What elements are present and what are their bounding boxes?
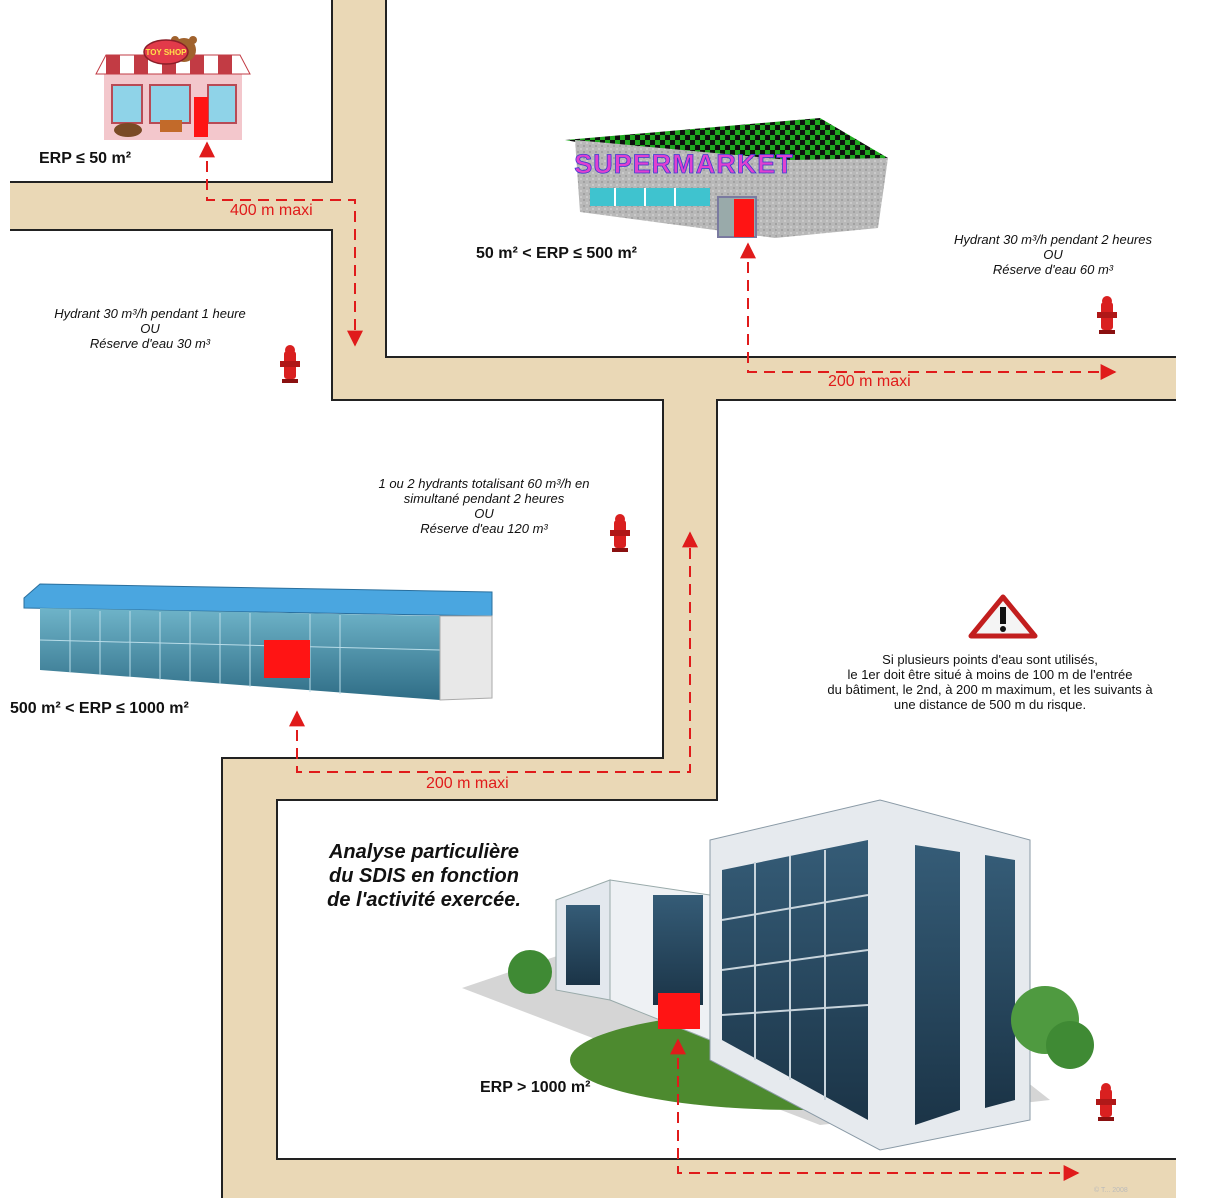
requirement-note-large: 1 ou 2 hydrants totalisant 60 m³/h en si… (330, 476, 638, 536)
note-line: Hydrant 30 m³/h pendant 1 heure (54, 306, 246, 321)
supermarket-door (734, 199, 754, 237)
distance-label-200-warehouse: 200 m maxi (426, 775, 509, 792)
arrow-warehouse (289, 531, 698, 773)
note-line: Réserve d'eau 120 m³ (420, 521, 548, 536)
hydrant-icon (1097, 296, 1117, 334)
erp-label-xlarge: ERP > 1000 m² (480, 1079, 591, 1096)
note-line: OU (474, 506, 494, 521)
warning-text: Si plusieurs points d'eau sont utilisés,… (770, 652, 1210, 712)
toy-shop-door (194, 97, 208, 137)
note-line: Réserve d'eau 30 m³ (89, 336, 211, 351)
erp-label-medium: 50 m² < ERP ≤ 500 m² (476, 245, 638, 262)
toy-shop-sign: TOY SHOP (145, 48, 187, 57)
note-line: OU (140, 321, 160, 336)
warning-line: Si plusieurs points d'eau sont utilisés, (882, 652, 1098, 667)
note-line: OU (1043, 247, 1063, 262)
supermarket-building: SUPERMARKET (565, 118, 888, 238)
warning-line: le 1er doit être situé à moins de 100 m … (847, 667, 1133, 682)
requirement-note-small: Hydrant 30 m³/h pendant 1 heure OU Réser… (12, 306, 288, 351)
tree-left (508, 950, 552, 994)
analysis-line: de l'activité exercée. (327, 889, 521, 911)
supermarket-sign: SUPERMARKET (574, 149, 794, 179)
erp-label-small: ERP ≤ 50 m² (39, 150, 132, 167)
warehouse-building (23, 583, 493, 701)
note-line: simultané pendant 2 heures (403, 491, 565, 506)
analysis-line: du SDIS en fonction (329, 865, 519, 887)
hydrant-icon (610, 514, 630, 552)
distance-arrows (199, 141, 1117, 1181)
arrow-office (670, 1038, 1080, 1181)
requirement-note-medium: Hydrant 30 m³/h pendant 2 heures OU Rése… (915, 232, 1191, 277)
warehouse-door (264, 640, 310, 678)
arrow-supermarket (740, 242, 1117, 380)
note-line: 1 ou 2 hydrants totalisant 60 m³/h en (378, 476, 590, 491)
hydrant-icon (1096, 1083, 1116, 1121)
toy-shop-building: TOY SHOP (95, 36, 251, 140)
office-door (658, 993, 700, 1029)
credit-text: © T... 2008 (1094, 1187, 1128, 1194)
warning-line: du bâtiment, le 2nd, à 200 m maximum, et… (827, 682, 1153, 697)
erp-label-large: 500 m² < ERP ≤ 1000 m² (10, 700, 189, 717)
warning-line: une distance de 500 m du risque. (893, 697, 1087, 712)
distance-label-200-supermarket: 200 m maxi (828, 373, 911, 390)
analysis-line: Analyse particulière (328, 841, 520, 863)
sdis-analysis-text: Analyse particulière du SDIS en fonction… (288, 840, 560, 912)
hydrant-icon (280, 345, 300, 383)
note-line: Hydrant 30 m³/h pendant 2 heures (953, 232, 1152, 247)
note-line: Réserve d'eau 60 m³ (992, 262, 1114, 277)
distance-label-400: 400 m maxi (230, 202, 313, 219)
warning-triangle-icon (968, 594, 1038, 639)
arrow-toy-shop (199, 141, 363, 347)
